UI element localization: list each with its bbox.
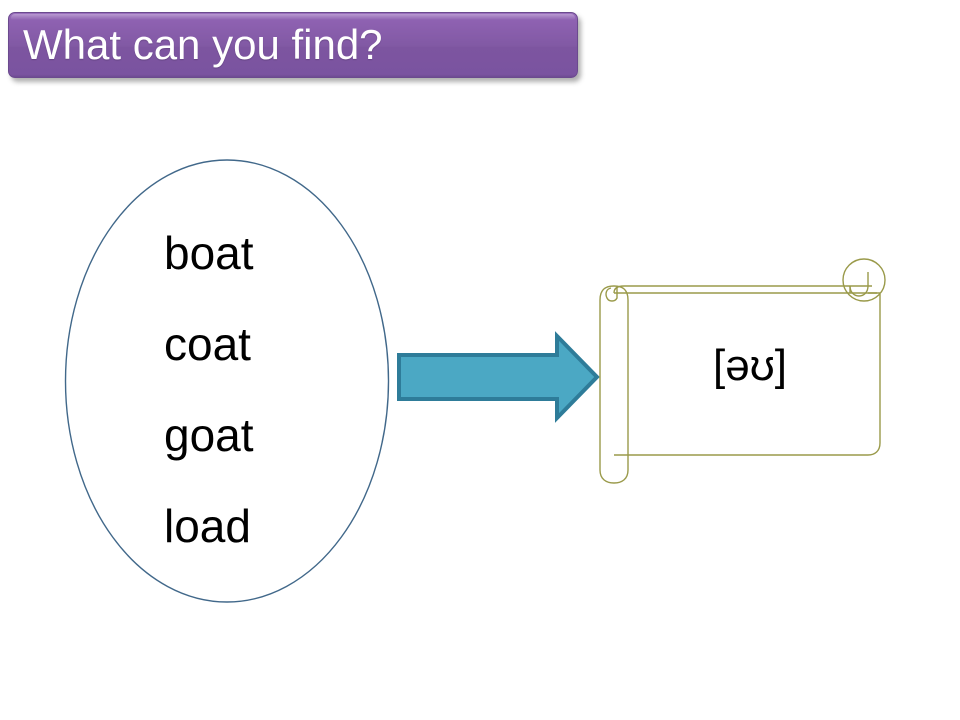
- arrow-outline: [397, 331, 600, 423]
- title-banner: What can you find?: [8, 12, 578, 78]
- list-item-word-3: goat: [164, 409, 254, 461]
- scroll-right-inner-curl: [849, 272, 869, 297]
- list-item-word-1: boat: [164, 227, 254, 279]
- scroll-right-connector: [849, 286, 880, 294]
- scroll-left-curl: [599, 285, 629, 484]
- word-group-ellipse: [64, 159, 390, 603]
- scroll-banner-shape: [592, 258, 912, 490]
- list-item-word-2: coat: [164, 318, 251, 370]
- word-list: boat coat goat load: [164, 208, 384, 572]
- page-title: What can you find?: [23, 21, 383, 68]
- ellipse-outline: [64, 159, 390, 603]
- scroll-left-inner-curl: [605, 286, 618, 302]
- scroll-right-curl: [842, 258, 886, 302]
- right-arrow-icon: [396, 330, 602, 424]
- phoneme-label: [əʊ]: [713, 341, 787, 390]
- list-item-word-4: load: [164, 500, 251, 552]
